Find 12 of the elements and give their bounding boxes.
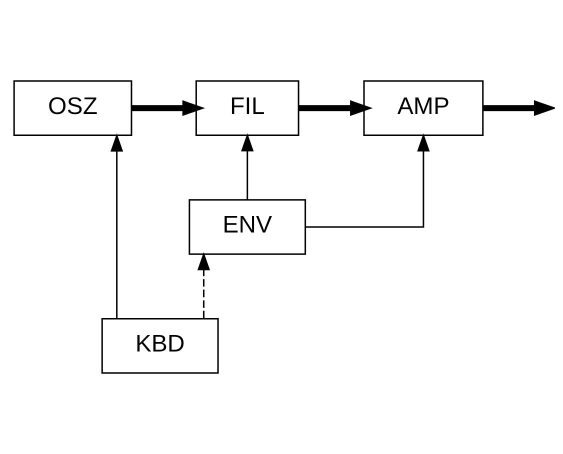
node-box: AMP [363, 80, 484, 136]
arrow [482, 100, 555, 116]
node-box: ENV [188, 199, 306, 255]
arrow [197, 252, 210, 318]
arrow [110, 134, 124, 319]
arrow [132, 100, 206, 116]
arrow [298, 100, 373, 116]
arrow [241, 133, 254, 200]
node-box: KBD [101, 318, 219, 374]
node-box: FIL [195, 80, 300, 136]
arrow [306, 133, 430, 228]
node-box: OSZ [13, 80, 132, 136]
